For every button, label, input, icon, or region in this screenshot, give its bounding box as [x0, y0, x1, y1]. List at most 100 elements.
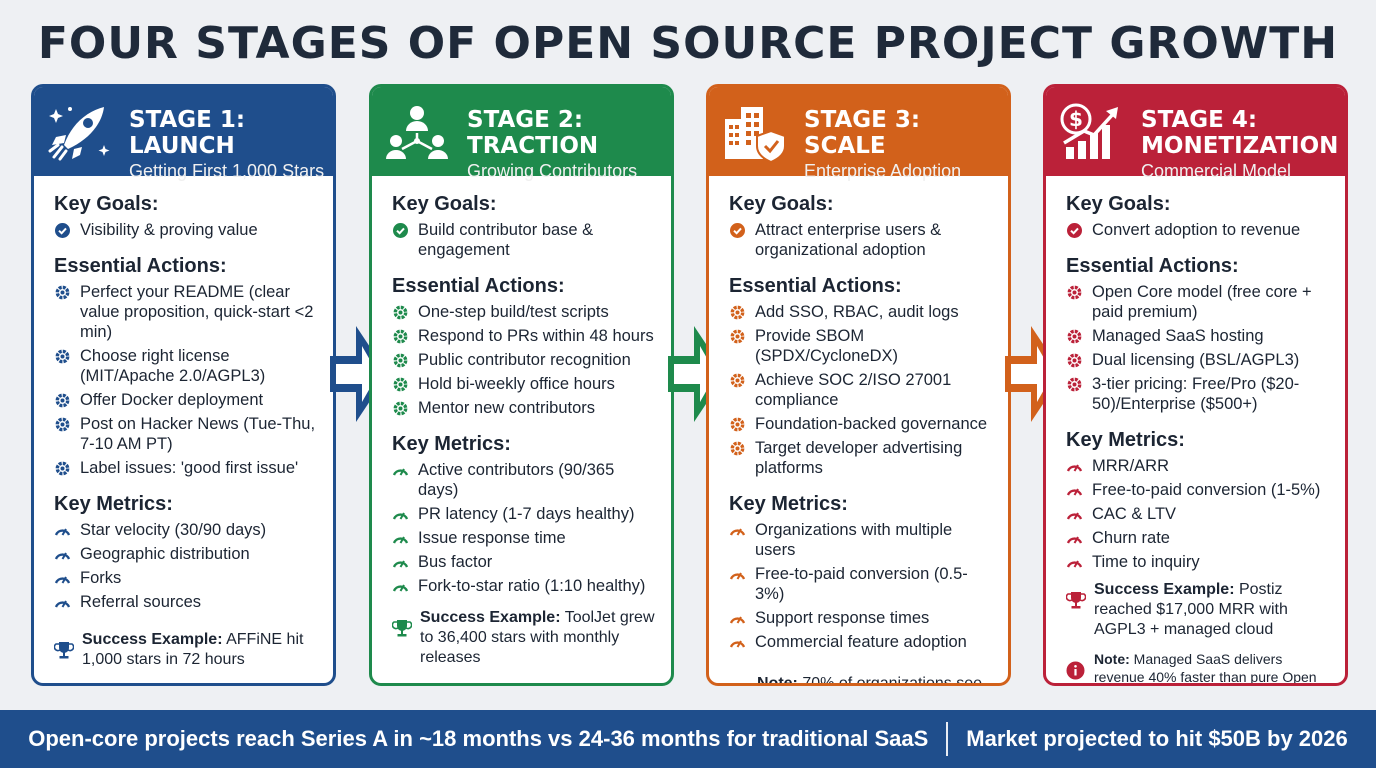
gear-icon — [393, 401, 408, 416]
action-item: Target developer advertising platforms — [729, 438, 992, 478]
key-metrics-heading: Key Metrics: — [54, 493, 173, 515]
arrow-right-icon — [1005, 326, 1063, 422]
arrow-right-icon — [668, 326, 726, 422]
footer-left-text: Open-core projects reach Series A in ~18… — [28, 726, 929, 751]
stage-subtitle: Growing Contributors — [467, 161, 638, 181]
check-circle-icon — [55, 223, 70, 238]
note-text: 70% of organizations see open source as … — [802, 675, 983, 686]
stage-title: STAGE 3: SCALE — [804, 107, 921, 159]
check-circle-icon — [1067, 223, 1082, 238]
check-circle-icon — [730, 223, 745, 238]
gauge-icon — [54, 576, 71, 584]
gauge-icon — [1066, 536, 1083, 544]
success-example-text: ToolJet grew to 36,400 stars with monthl… — [420, 609, 655, 666]
action-item: Post on Hacker News (Tue-Thu, 7-10 AM PT… — [54, 414, 317, 454]
action-item: Hold bi-weekly office hours — [392, 374, 655, 394]
trophy-icon — [1066, 592, 1086, 609]
stage-2-header: STAGE 2: TRACTION Growing Contributors — [372, 87, 671, 181]
gauge-icon — [392, 560, 409, 568]
gear-icon — [55, 461, 70, 476]
arrow-right-icon — [330, 326, 388, 422]
action-item: Perfect your README (clear value proposi… — [54, 282, 317, 342]
metric-item: Active contributors (90/365 days) — [392, 460, 655, 500]
enterprise-icon — [725, 107, 786, 163]
success-example-text: AFFiNE hit 1,000 stars in 72 hours — [82, 631, 304, 668]
gear-icon — [1067, 285, 1082, 300]
info-icon — [729, 685, 748, 686]
key-goals-heading: Key Goals: — [54, 193, 159, 215]
contributors-icon — [386, 106, 448, 159]
action-item: Add SSO, RBAC, audit logs — [729, 302, 992, 322]
metric-item: MRR/ARR — [1066, 456, 1329, 476]
essential-actions-heading: Essential Actions: — [729, 275, 902, 297]
gear-icon — [55, 393, 70, 408]
gear-icon — [393, 329, 408, 344]
stage-1-card: STAGE 1: LAUNCH Getting First 1,000 Star… — [31, 84, 336, 686]
metric-item: CAC & LTV — [1066, 504, 1329, 524]
stage-4-header: $ STAGE 4: MONETIZATION Commercial Model — [1046, 87, 1345, 181]
goal-item: Visibility & proving value — [54, 220, 317, 240]
note-label: Note: — [1094, 651, 1130, 667]
action-item: Achieve SOC 2/ISO 27001 compliance — [729, 370, 992, 410]
gauge-icon — [54, 528, 71, 536]
gear-icon — [730, 373, 745, 388]
stage-note: Note: 70% of organizations see open sour… — [729, 674, 992, 686]
key-metrics-heading: Key Metrics: — [392, 433, 511, 455]
goal-item: Convert adoption to revenue — [1066, 220, 1329, 240]
metric-item: Star velocity (30/90 days) — [54, 520, 317, 540]
gauge-icon — [54, 552, 71, 560]
metric-item: Geographic distribution — [54, 544, 317, 564]
stage-4-card: $ STAGE 4: MONETIZATION Commercial Model… — [1043, 84, 1348, 686]
action-item: Provide SBOM (SPDX/CycloneDX) — [729, 326, 992, 366]
action-item: Dual licensing (BSL/AGPL3) — [1066, 350, 1329, 370]
stage-2-card: STAGE 2: TRACTION Growing Contributors K… — [369, 84, 674, 686]
check-circle-icon — [393, 223, 408, 238]
action-item: One-step build/test scripts — [392, 302, 655, 322]
action-item: Managed SaaS hosting — [1066, 326, 1329, 346]
metric-item: Organizations with multiple users — [729, 520, 992, 560]
gear-icon — [730, 305, 745, 320]
stage-title: STAGE 4: MONETIZATION — [1141, 107, 1339, 159]
gauge-icon — [1066, 512, 1083, 520]
metric-item: Churn rate — [1066, 528, 1329, 548]
metric-item: Time to inquiry — [1066, 552, 1329, 572]
key-metrics-heading: Key Metrics: — [1066, 429, 1185, 451]
trophy-icon — [54, 642, 74, 659]
metric-item: Free-to-paid conversion (0.5-3%) — [729, 564, 992, 604]
gauge-icon — [1066, 560, 1083, 568]
note-text: Managed SaaS delivers revenue 40% faster… — [1094, 651, 1317, 685]
action-item: 3-tier pricing: Free/Pro ($20-50)/Enterp… — [1066, 374, 1329, 414]
gauge-icon — [392, 536, 409, 544]
gauge-icon — [1066, 488, 1083, 496]
metric-item: PR latency (1-7 days healthy) — [392, 504, 655, 524]
gauge-icon — [729, 572, 746, 580]
essential-actions-heading: Essential Actions: — [54, 255, 227, 277]
gauge-icon — [729, 528, 746, 536]
note-label: Note: — [757, 675, 798, 686]
gear-icon — [55, 349, 70, 364]
stage-subtitle: Enterprise Adoption — [804, 161, 962, 181]
metric-item: Support response times — [729, 608, 992, 628]
gauge-icon — [392, 512, 409, 520]
success-example-text: Postiz reached $17,000 MRR with AGPL3 + … — [1094, 581, 1288, 638]
gauge-icon — [54, 600, 71, 608]
metric-item: Forks — [54, 568, 317, 588]
gauge-icon — [729, 616, 746, 624]
success-example-label: Success Example: — [82, 631, 223, 648]
footer-right-text: Market projected to hit $50B by 2026 — [966, 726, 1348, 751]
rocket-icon — [48, 107, 110, 161]
stage-3-card: STAGE 3: SCALE Enterprise Adoption Key G… — [706, 84, 1011, 686]
action-item: Offer Docker deployment — [54, 390, 317, 410]
goal-item: Build contributor base & engagement — [392, 220, 655, 260]
action-item: Public contributor recognition — [392, 350, 655, 370]
metric-item: Fork-to-star ratio (1:10 healthy) — [392, 576, 655, 596]
gear-icon — [55, 417, 70, 432]
gauge-icon — [392, 584, 409, 592]
stage-title: STAGE 2: TRACTION — [467, 107, 599, 159]
svg-text:$: $ — [1069, 107, 1083, 131]
success-example-label: Success Example: — [420, 609, 561, 626]
gear-icon — [1067, 329, 1082, 344]
footer-banner: Open-core projects reach Series A in ~18… — [0, 710, 1376, 768]
metric-item: Commercial feature adoption — [729, 632, 992, 652]
success-example: Success Example: ToolJet grew to 36,400 … — [392, 608, 655, 668]
